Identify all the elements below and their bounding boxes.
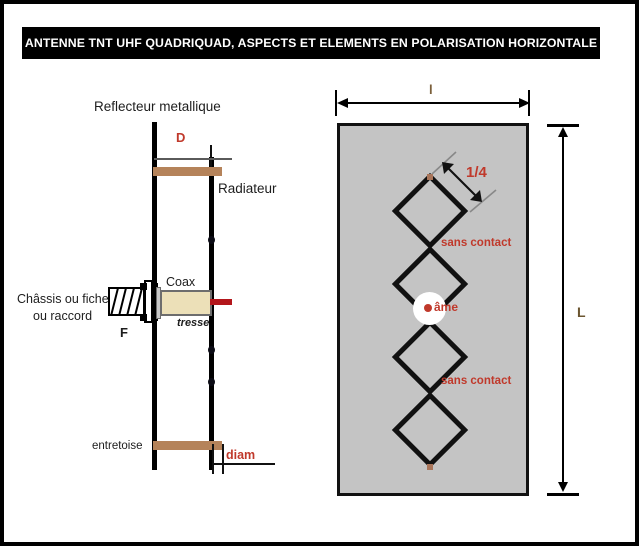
- height-dim-cap-bottom: [547, 493, 579, 496]
- label-coax: Coax: [166, 275, 196, 289]
- spacing-D-line: [154, 158, 232, 160]
- width-dim-line: [342, 102, 524, 104]
- bottom-spacer: [153, 441, 222, 450]
- connector-threaded-body: [108, 287, 145, 316]
- feed-point-core-dot: [424, 304, 432, 312]
- label-braid: tresse: [177, 317, 210, 329]
- label-spacing-D: D: [176, 130, 186, 145]
- diam-leader-left: [212, 444, 214, 474]
- label-chassis-line1: Châssis ou fiche: [17, 292, 109, 306]
- height-dim-line: [562, 133, 564, 488]
- quad-bottom-apex-nub: [427, 464, 433, 470]
- title-banner: ANTENNE TNT UHF QUADRIQUAD, ASPECTS ET E…: [22, 27, 600, 59]
- label-chassis-line2: ou raccord: [33, 309, 93, 323]
- radiator-mount-dot-upper: [208, 236, 215, 244]
- radiator-mount-dot-mid: [208, 346, 215, 354]
- coax-center-conductor: [210, 299, 232, 305]
- flange-nub-bottom-right: [151, 314, 158, 321]
- width-dim-arrow-left: [337, 98, 348, 108]
- top-spacer: [153, 167, 222, 176]
- diam-leader-horizontal: [213, 463, 275, 465]
- label-width-l: l: [429, 82, 433, 97]
- label-entretoise: entretoise: [92, 440, 143, 452]
- diam-leader-right: [222, 444, 224, 474]
- label-quarter-wave: 1/4: [466, 164, 487, 181]
- label-height-L: L: [577, 304, 586, 320]
- width-dim-tick-left: [335, 90, 337, 116]
- label-no-contact-lower: sans contact: [441, 375, 512, 387]
- width-dim-arrow-right: [519, 98, 530, 108]
- label-no-contact-upper: sans contact: [441, 237, 512, 249]
- flange-nub-top-right: [151, 283, 158, 290]
- page-title: ANTENNE TNT UHF QUADRIQUAD, ASPECTS ET E…: [24, 36, 598, 50]
- label-reflector: Reflecteur metallique: [94, 99, 221, 114]
- radiator-mount-dot-lower: [208, 378, 215, 386]
- height-dim-cap-top: [547, 124, 579, 127]
- flange-nub-bottom: [140, 314, 147, 321]
- connector-flange: [144, 280, 153, 323]
- reflector-bar: [152, 122, 157, 470]
- quarter-wave-dimension-overlay: [431, 151, 497, 213]
- label-radiator: Radiateur: [218, 181, 277, 196]
- flange-nub-top: [140, 283, 147, 290]
- label-feed-core: âme: [434, 300, 459, 314]
- height-dim-arrow-bottom: [558, 482, 568, 492]
- label-diam: diam: [226, 448, 256, 462]
- label-connector-F: F: [120, 325, 128, 340]
- coax-dielectric-block: [160, 290, 212, 316]
- quad-top-apex-nub: [427, 174, 433, 180]
- height-dim-arrow-top: [558, 127, 568, 137]
